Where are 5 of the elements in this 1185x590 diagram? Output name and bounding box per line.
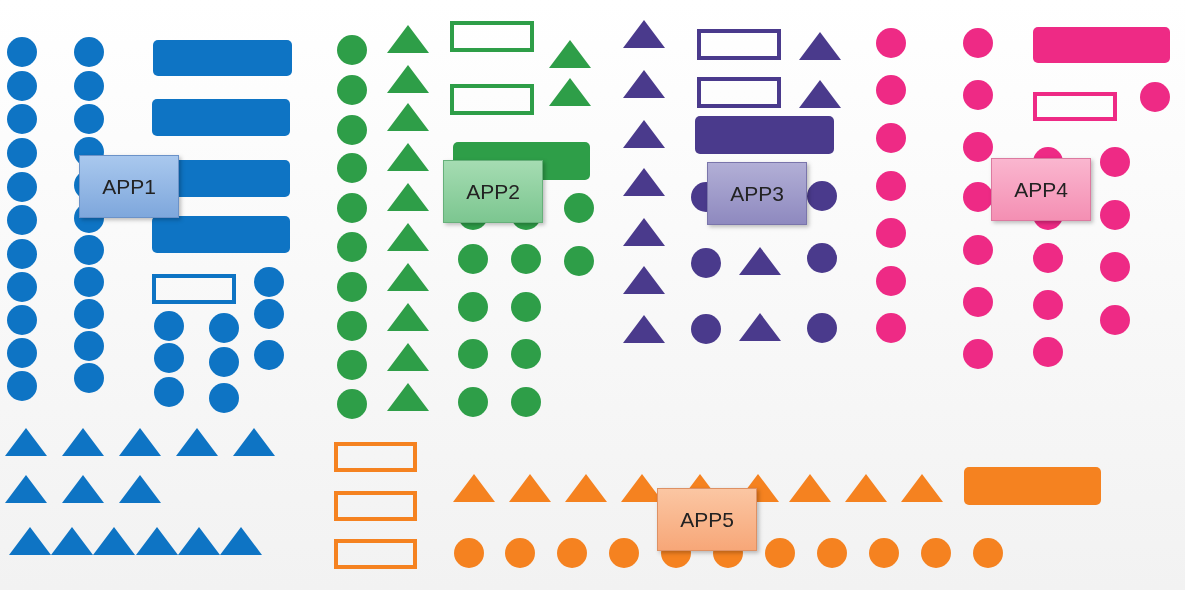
label-box: APP3 [707, 162, 807, 225]
label-box: APP1 [79, 155, 179, 218]
label-box: APP5 [657, 488, 757, 551]
label-box: APP4 [991, 158, 1091, 221]
label-box: APP2 [443, 160, 543, 223]
